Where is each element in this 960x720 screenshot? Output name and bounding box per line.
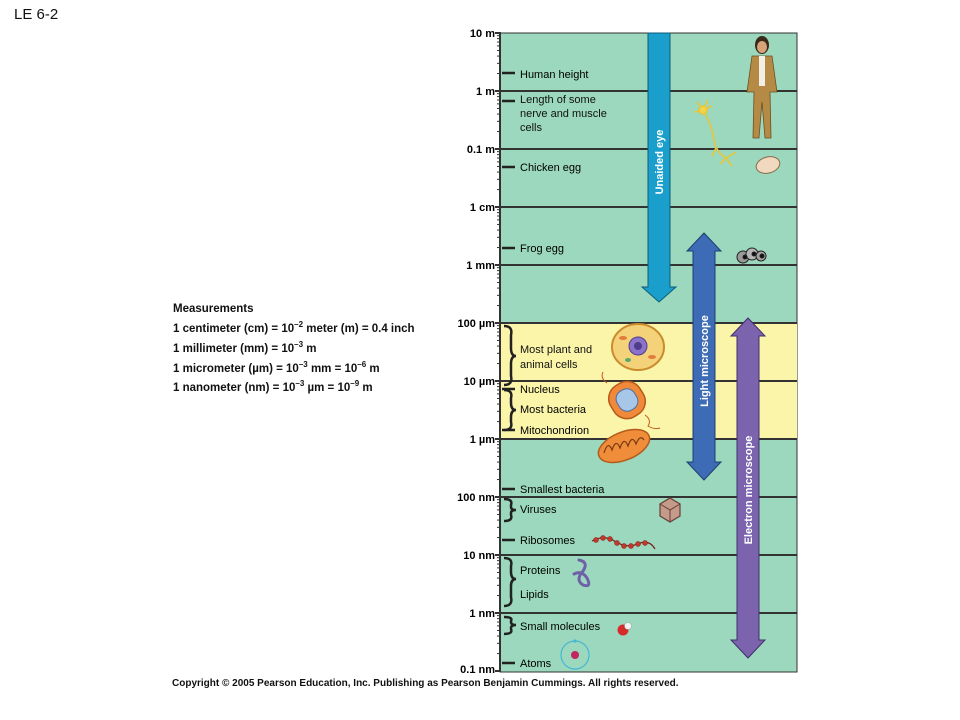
scale-tick-label: 1 mm bbox=[466, 260, 495, 272]
minor-ticks bbox=[497, 35, 501, 655]
scale-tick-label: 100 nm bbox=[457, 492, 495, 504]
scale-tick-label: 10 nm bbox=[463, 550, 495, 562]
bacterium-icon bbox=[601, 371, 661, 430]
copyright-notice: Copyright © 2005 Pearson Education, Inc.… bbox=[172, 678, 679, 689]
item-label-nerve-muscle: Length of some nerve and muscle cells bbox=[520, 94, 607, 134]
measurement-cm: 1 centimeter (cm) = 10–2 meter (m) = 0.4… bbox=[173, 320, 415, 335]
human-figure bbox=[746, 36, 778, 139]
scale-tick-label: 1 µm bbox=[470, 434, 496, 446]
electron-microscope-label: Electron microscope bbox=[743, 436, 755, 545]
item-label-mitochondrion: Mitochondrion bbox=[520, 425, 589, 437]
animal-cell-icon bbox=[611, 323, 665, 371]
chicken-egg-icon bbox=[755, 156, 781, 174]
scale-tick-label: 0.1 nm bbox=[460, 664, 495, 676]
item-label-proteins: Proteins bbox=[520, 565, 561, 577]
unaided-eye-label: Unaided eye bbox=[654, 130, 666, 195]
scale-tick-label: 10 m bbox=[470, 28, 495, 40]
range-brace bbox=[503, 324, 517, 387]
item-label-atoms: Atoms bbox=[520, 658, 552, 670]
measurement-mm: 1 millimeter (mm) = 10–3 m bbox=[173, 339, 317, 355]
item-label-frog-egg: Frog egg bbox=[520, 243, 564, 255]
measurement-nm: 1 nanometer (nm) = 10–3 µm = 10–9 m bbox=[173, 379, 373, 395]
unaided-eye-arrow bbox=[640, 32, 678, 303]
scale-tick-label: 0.1 m bbox=[467, 144, 495, 156]
electron-microscope-arrow bbox=[729, 317, 767, 659]
protein-icon bbox=[572, 558, 591, 588]
small-molecule-icon bbox=[617, 622, 632, 636]
measurement-um: 1 micrometer (µm) = 10–3 mm = 10–6 m bbox=[173, 359, 380, 375]
scale-tick-label: 1 nm bbox=[469, 608, 495, 620]
item-label-smallest-bacteria: Smallest bacteria bbox=[520, 484, 605, 496]
item-label-lipids: Lipids bbox=[520, 589, 549, 601]
major-ticks bbox=[495, 32, 501, 672]
range-brace bbox=[503, 556, 517, 608]
light-microscope-label: Light microscope bbox=[699, 315, 711, 407]
scale-tick-label: 1 cm bbox=[470, 202, 495, 214]
mitochondrion-icon bbox=[597, 428, 651, 464]
virus-icon bbox=[659, 497, 681, 523]
item-label-plant-animal-cells: Most plant and animal cells bbox=[520, 344, 592, 371]
light-microscope-arrow bbox=[685, 232, 723, 481]
item-label-nucleus: Nucleus bbox=[520, 384, 560, 396]
item-label-ribosomes: Ribosomes bbox=[520, 535, 576, 547]
nerve-cell-icon bbox=[693, 99, 737, 167]
measurements-box: Measurements 1 centimeter (cm) = 10–2 me… bbox=[173, 302, 415, 396]
item-label-small-molecules: Small molecules bbox=[520, 621, 601, 633]
ribosomes-icon bbox=[591, 535, 656, 550]
scale-tick-label: 10 µm bbox=[464, 376, 496, 388]
item-label-viruses: Viruses bbox=[520, 504, 557, 516]
range-brace bbox=[503, 615, 517, 636]
scale-tick-label: 100 µm bbox=[457, 318, 495, 330]
atom-icon bbox=[560, 639, 590, 670]
item-label-human-height: Human height bbox=[520, 69, 589, 81]
figure-label: LE 6-2 bbox=[14, 6, 59, 23]
item-label-chicken-egg: Chicken egg bbox=[520, 162, 581, 174]
range-brace bbox=[503, 497, 517, 523]
item-label-most-bacteria: Most bacteria bbox=[520, 404, 587, 416]
range-brace bbox=[503, 388, 517, 432]
frog-egg-icon bbox=[736, 247, 767, 264]
measurements-title: Measurements bbox=[173, 303, 254, 315]
scale-tick-label: 1 m bbox=[476, 86, 495, 98]
